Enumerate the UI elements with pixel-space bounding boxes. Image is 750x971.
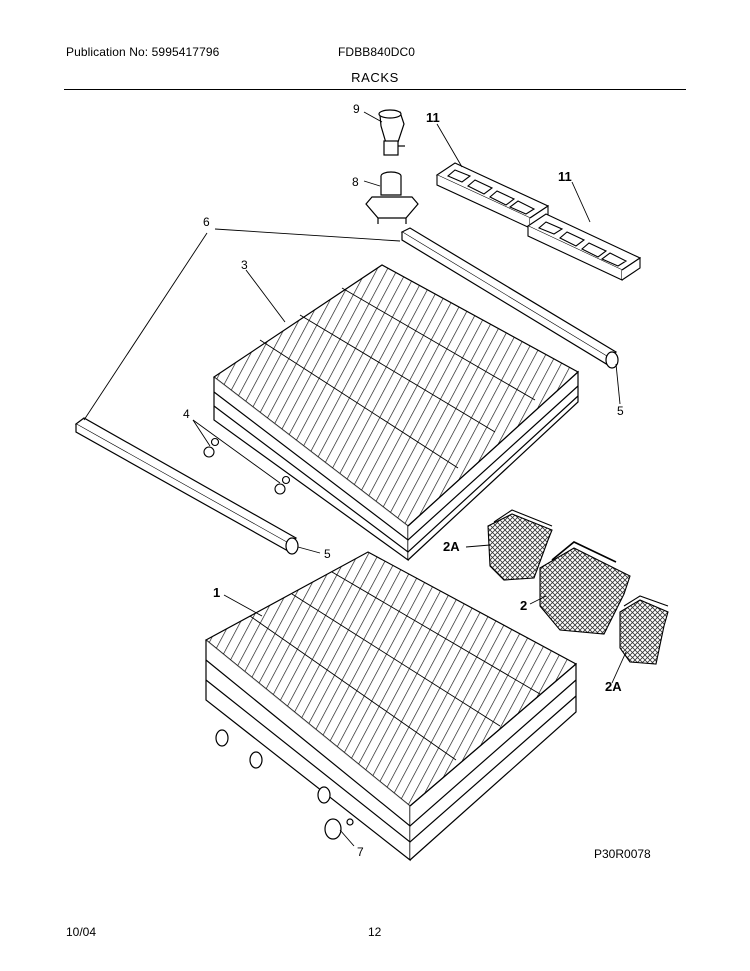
part-4-stop-upper — [203, 437, 220, 458]
callout-8: 8 — [352, 175, 359, 189]
callout-7: 7 — [357, 845, 364, 859]
callout-4: 4 — [183, 407, 190, 421]
callout-2: 2 — [520, 598, 527, 613]
footer-date: 10/04 — [66, 925, 97, 939]
callout-2a-bottom: 2A — [605, 679, 622, 694]
callout-2a-top: 2A — [443, 539, 460, 554]
part-6-rail-left — [74, 417, 299, 555]
header-divider — [64, 89, 686, 90]
callout-6: 6 — [203, 215, 210, 229]
part-3-upper-rack — [212, 264, 580, 562]
section-title: RACKS — [351, 70, 399, 85]
part-11-insert-left — [435, 162, 550, 229]
part-2a-basket-top — [487, 509, 553, 581]
callout-3: 3 — [241, 258, 248, 272]
callout-11-right: 11 — [558, 169, 572, 184]
callout-9: 9 — [353, 102, 360, 116]
callout-11-left: 11 — [426, 110, 440, 125]
leader-lines — [83, 111, 627, 847]
part-9-manifold — [378, 109, 405, 156]
model-number: FDBB840DC0 — [338, 45, 416, 59]
part-6-rail-right — [400, 227, 619, 369]
part-8-nozzle — [365, 171, 419, 224]
part-2-basket-main — [539, 541, 631, 635]
part-7-wheels — [215, 729, 354, 840]
part-4-stop-lower — [274, 475, 291, 495]
part-2a-basket-bottom — [619, 595, 669, 665]
page-number: 12 — [368, 925, 382, 939]
part-11-insert-right — [526, 213, 642, 281]
figure-code: P30R0078 — [594, 847, 651, 861]
callout-5-right: 5 — [617, 404, 624, 418]
callout-1: 1 — [213, 585, 220, 600]
publication-number: Publication No: 5995417796 — [66, 45, 220, 59]
part-1-lower-rack — [204, 551, 578, 862]
callout-5-left: 5 — [324, 547, 331, 561]
